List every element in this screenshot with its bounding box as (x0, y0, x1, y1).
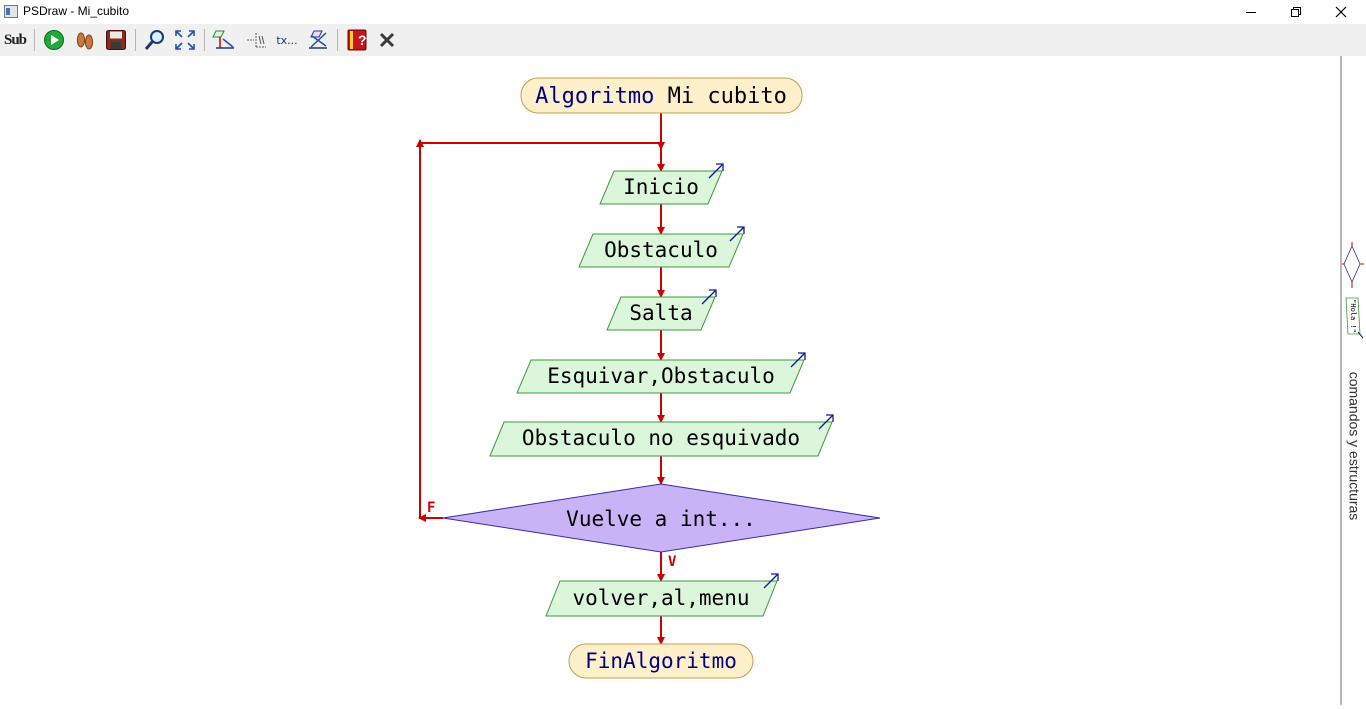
close-icon (1335, 6, 1347, 18)
window-title: PSDraw - Mi_cubito (23, 4, 130, 18)
output-arrow-icon (763, 573, 779, 589)
floppy-disk-icon (106, 30, 126, 50)
subprocess-button[interactable]: Sub (1, 26, 29, 54)
comment-lines-icon (247, 33, 266, 48)
start-name: Mi cubito (668, 84, 787, 109)
diagram-canvas[interactable]: Algoritmo Mi cubito Inicio Obstaculo Sal… (0, 56, 1340, 705)
output-arrow-icon (818, 414, 834, 430)
play-icon (44, 30, 64, 50)
connector-edit-icon (212, 30, 234, 49)
close-window-button[interactable] (1318, 0, 1364, 24)
cross-out-connector-icon (309, 30, 327, 49)
sub-label: Sub (3, 31, 27, 48)
palette-shapes: "Hola !" (1342, 242, 1364, 339)
footprints-icon (76, 32, 94, 50)
toolbar-separator (135, 29, 136, 51)
save-button[interactable] (102, 26, 130, 54)
fit-to-window-button[interactable] (171, 26, 199, 54)
step-label: Inicio (623, 175, 699, 199)
panel-divider[interactable] (1340, 56, 1342, 705)
title-bar: PSDraw - Mi_cubito (0, 0, 1366, 24)
text-mode-button[interactable]: tx... (273, 26, 301, 54)
output-step-salta[interactable]: Salta (606, 289, 717, 331)
decision-label: Vuelve a int... (566, 507, 756, 531)
false-branch-label: F (427, 500, 435, 516)
minimize-button[interactable] (1228, 0, 1274, 24)
zoom-button[interactable] (141, 26, 169, 54)
palette-output-text: "Hola !" (1349, 299, 1357, 333)
toolbar-separator (34, 29, 35, 51)
app-icon (4, 5, 18, 18)
output-step-obstaculo-no-esquivado[interactable]: Obstaculo no esquivado (489, 414, 834, 457)
output-arrow-icon (729, 226, 745, 242)
step-label: Obstaculo no esquivado (522, 426, 800, 450)
output-arrow-icon (708, 163, 724, 179)
output-arrow-icon (790, 352, 806, 368)
decision-shape-icon[interactable] (1342, 242, 1364, 288)
step-label: Obstaculo (604, 238, 718, 262)
edit-connections-button[interactable] (210, 26, 238, 54)
output-shape-icon[interactable]: "Hola !" (1345, 297, 1364, 339)
output-step-inicio[interactable]: Inicio (599, 163, 724, 205)
start-terminal[interactable]: Algoritmo Mi cubito (520, 77, 803, 114)
text-mode-label: tx... (276, 33, 298, 47)
svg-text:Algoritmo Mi cubito: Algoritmo Mi cubito (535, 84, 787, 109)
output-arrow-icon (701, 289, 717, 305)
close-diagram-button[interactable] (373, 26, 401, 54)
step-label: volver,al,menu (572, 586, 749, 610)
delete-connection-button[interactable] (304, 26, 332, 54)
close-icon (379, 32, 395, 48)
help-book-icon: ? (347, 29, 367, 51)
restore-icon (1291, 7, 1301, 17)
end-keyword: FinAlgoritmo (585, 649, 737, 673)
output-step-esquivar-obstaculo[interactable]: Esquivar,Obstaculo (516, 352, 806, 394)
minimize-icon (1246, 12, 1256, 13)
flow-connectors (416, 113, 665, 645)
help-button[interactable]: ? (343, 26, 371, 54)
step-by-step-button[interactable] (71, 26, 99, 54)
decision-vuelve-a-intentar[interactable]: Vuelve a int... (442, 483, 881, 553)
true-branch-label: V (668, 554, 677, 570)
step-label: Salta (629, 301, 692, 325)
step-label: Esquivar,Obstaculo (547, 364, 775, 388)
magnifier-icon (144, 30, 164, 50)
commands-side-panel[interactable]: "Hola !" comandos y estructuras (1342, 56, 1366, 705)
start-keyword: Algoritmo (535, 84, 654, 109)
flowchart: Algoritmo Mi cubito Inicio Obstaculo Sal… (416, 77, 881, 679)
end-terminal[interactable]: FinAlgoritmo (568, 643, 754, 679)
toolbar-separator (337, 29, 338, 51)
toolbar-separator (204, 29, 205, 51)
output-step-volver-al-menu[interactable]: volver,al,menu (545, 573, 779, 617)
output-step-obstaculo[interactable]: Obstaculo (578, 226, 745, 268)
restore-button[interactable] (1273, 0, 1319, 24)
comments-button[interactable] (242, 26, 270, 54)
run-button[interactable] (40, 26, 68, 54)
svg-text:?: ? (358, 32, 367, 48)
toolbar: Sub (0, 24, 1366, 56)
expand-arrows-icon (175, 30, 195, 50)
side-panel-label[interactable]: comandos y estructuras (1346, 371, 1362, 521)
